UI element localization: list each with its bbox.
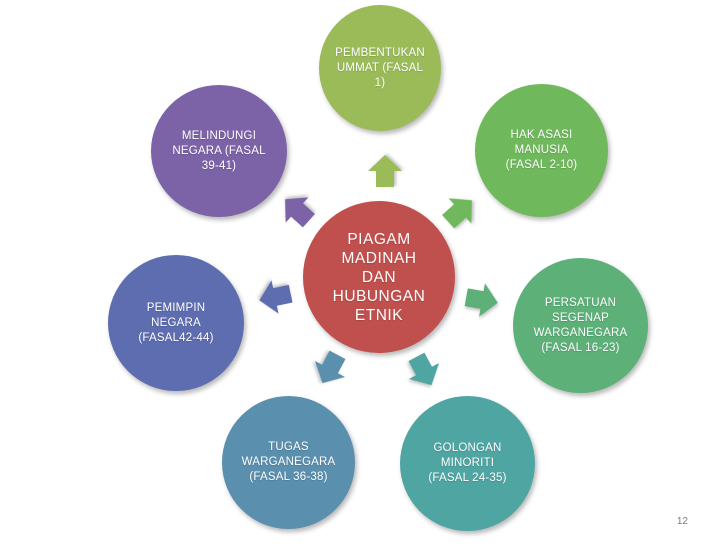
center-label: PIAGAM MADINAH DAN HUBUNGAN ETNIK <box>332 230 426 324</box>
node-label: PEMIMPIN NEGARA (FASAL42-44) <box>138 301 214 344</box>
node-label: PEMBENTUKAN UMMAT (FASAL 1) <box>335 46 425 89</box>
arrow-to-hak-asasi-manusia <box>442 198 472 229</box>
node-tugas-warganegara: TUGAS WARGANEGARA (FASAL 36-38) <box>222 396 355 529</box>
arrow-to-persatuan-segenap-warganegara <box>464 283 498 317</box>
arrow-to-melindungi-negara <box>285 197 315 228</box>
node-melindungi-negara: MELINDUNGI NEGARA (FASAL 39-41) <box>151 85 287 217</box>
node-label: MELINDUNGI NEGARA (FASAL 39-41) <box>172 129 266 172</box>
node-pembentukan-ummat: PEMBENTUKAN UMMAT (FASAL 1) <box>319 5 441 131</box>
arrow-to-golongan-minoriti <box>408 352 440 386</box>
node-hak-asasi-manusia: HAK ASASI MANUSIA (FASAL 2-10) <box>475 84 608 217</box>
node-label: TUGAS WARGANEGARA (FASAL 36-38) <box>241 441 336 483</box>
node-pemimpin-negara: PEMIMPIN NEGARA (FASAL42-44) <box>108 255 244 391</box>
arrow-to-tugas-warganegara <box>314 350 346 384</box>
arrow-to-pembentukan-ummat <box>368 155 402 187</box>
page-number: 12 <box>676 516 688 527</box>
node-persatuan-segenap-warganegara: PERSATUAN SEGENAP WARGANEGARA (FASAL 16-… <box>513 258 648 393</box>
node-label: PERSATUAN SEGENAP WARGANEGARA (FASAL 16-… <box>533 296 628 354</box>
arrow-to-pemimpin-negara <box>259 280 293 314</box>
center-circle: PIAGAM MADINAH DAN HUBUNGAN ETNIK <box>303 201 455 353</box>
node-label: GOLONGAN MINORITI (FASAL 24-35) <box>428 442 507 484</box>
node-golongan-minoriti: GOLONGAN MINORITI (FASAL 24-35) <box>400 396 535 531</box>
node-label: HAK ASASI MANUSIA (FASAL 2-10) <box>505 129 578 171</box>
